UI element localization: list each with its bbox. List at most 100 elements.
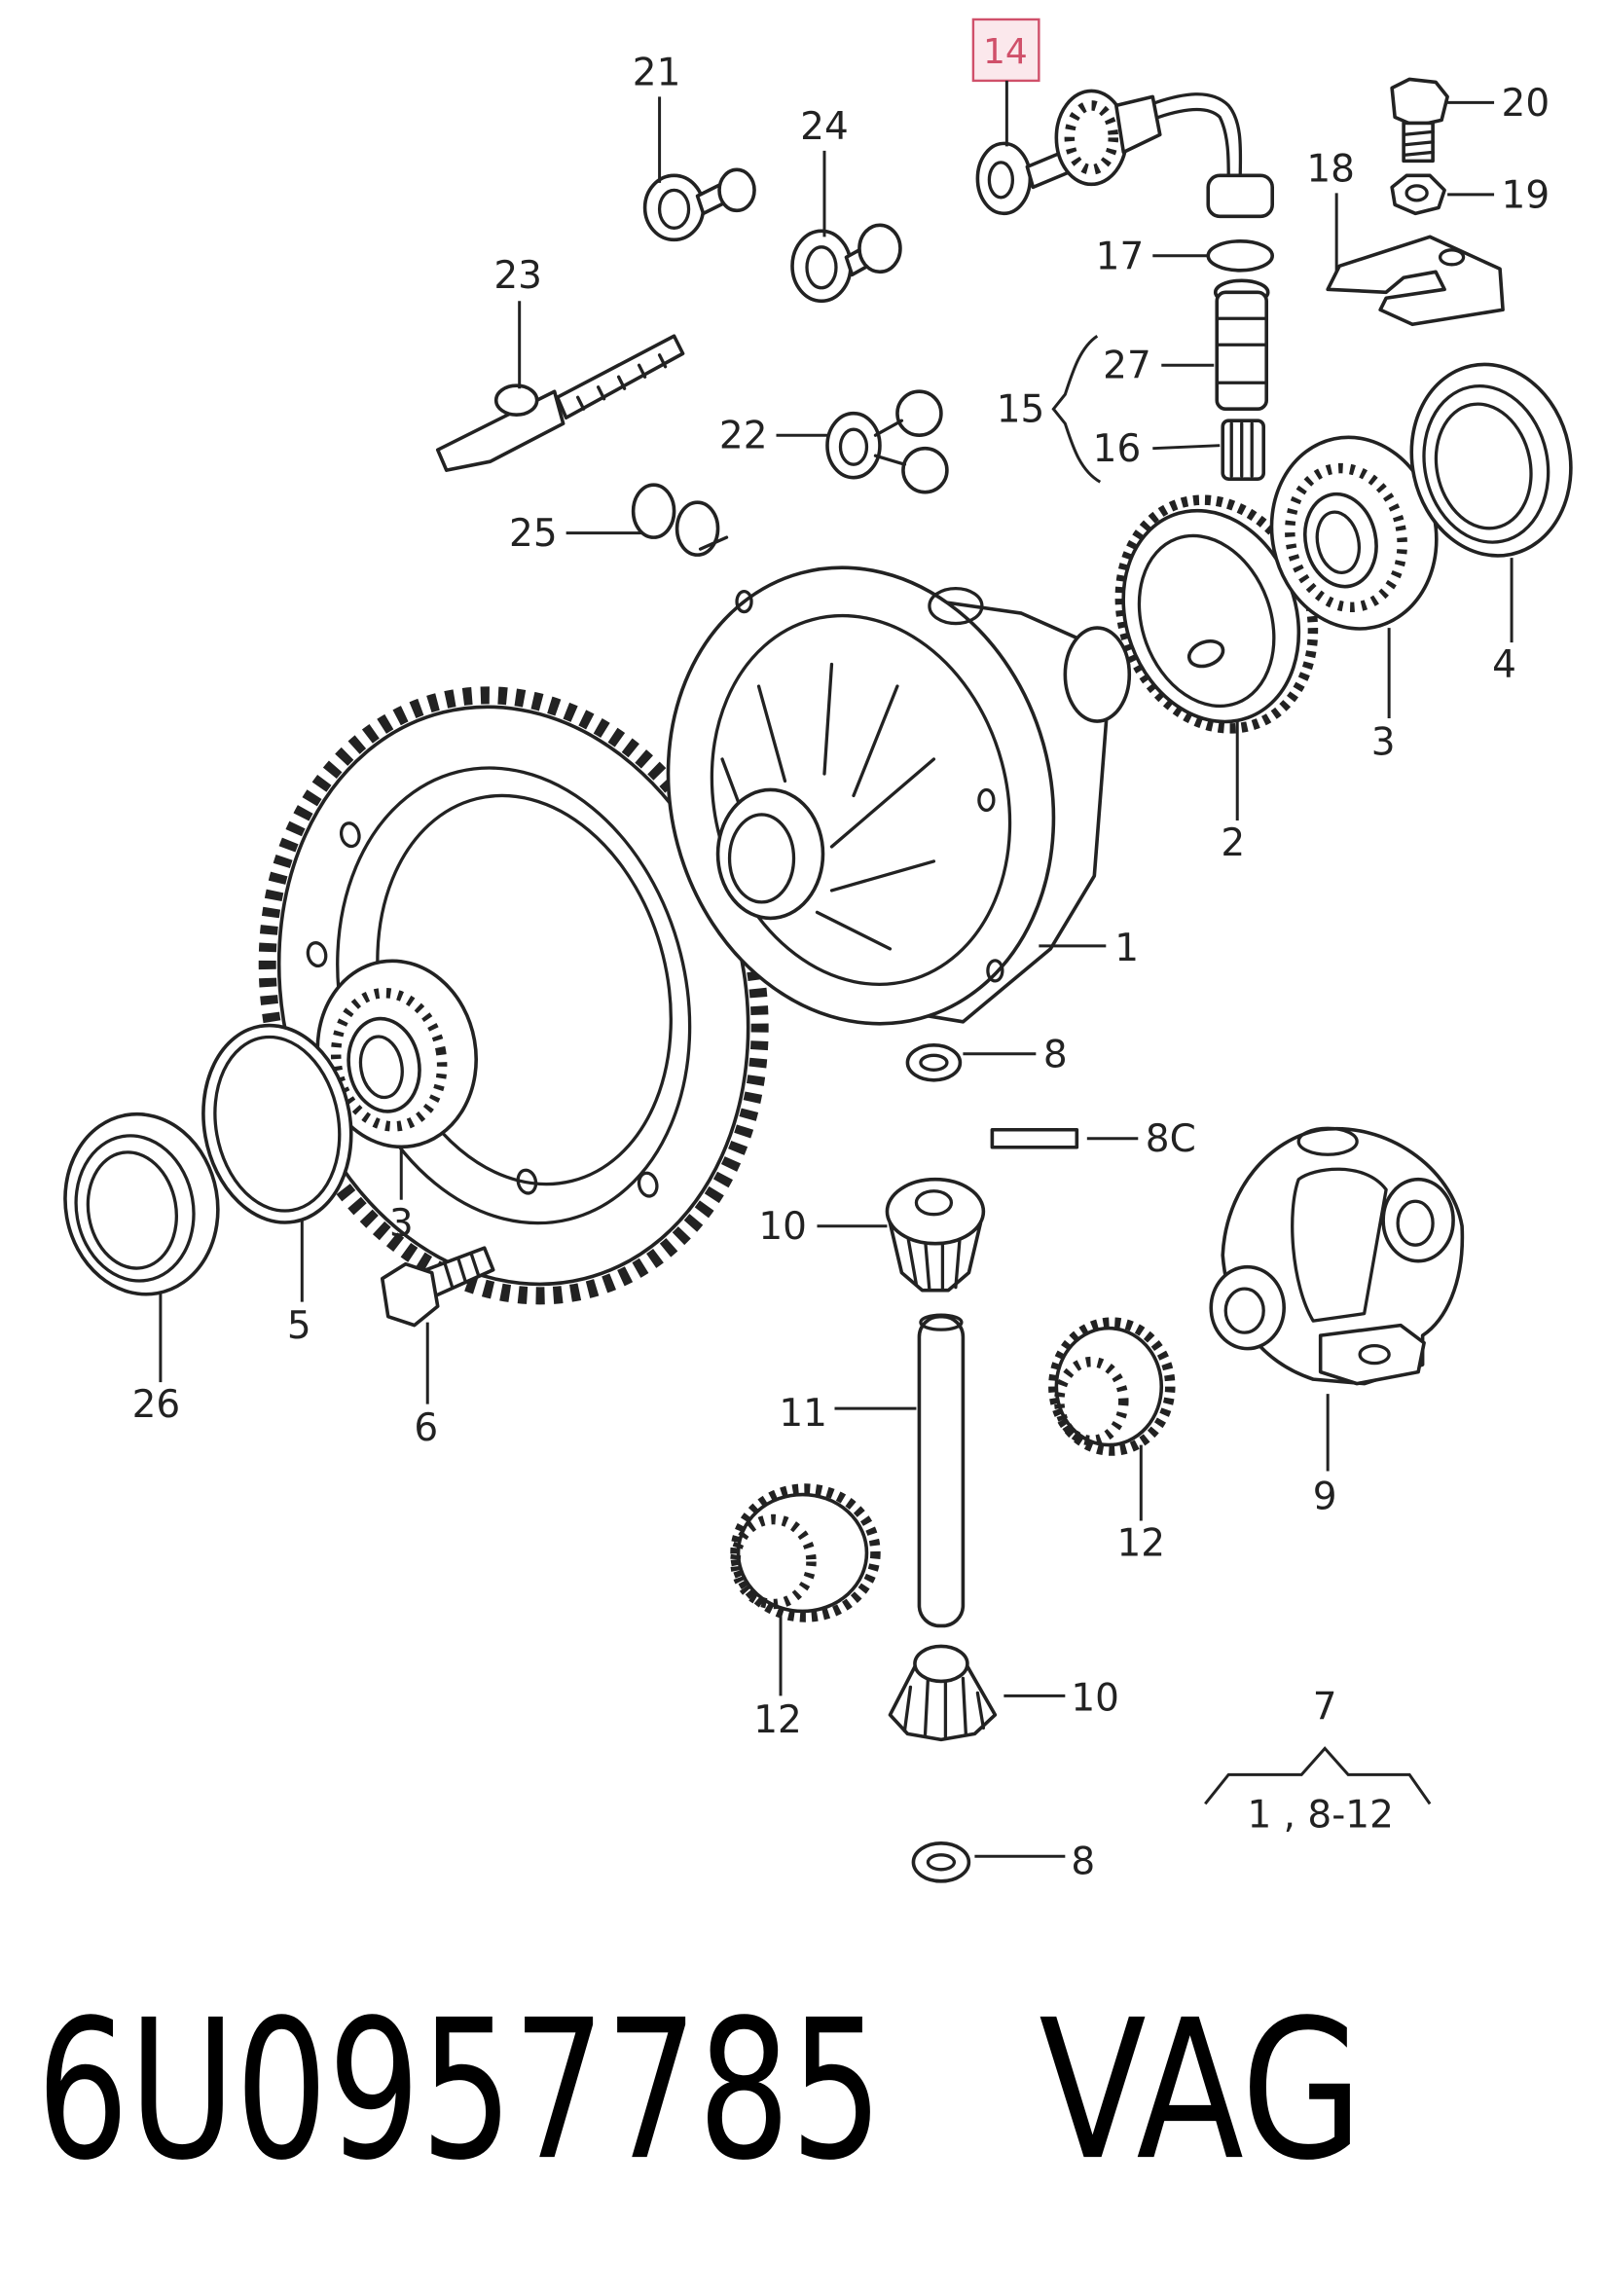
callout-25: 25 xyxy=(509,512,558,556)
sensor-seal-ring xyxy=(975,141,1033,216)
oil-seal-right xyxy=(1409,362,1573,558)
housing-flange-hole xyxy=(986,959,1004,983)
callout-4: 4 xyxy=(1492,643,1516,687)
callout-12-right: 12 xyxy=(1116,1521,1165,1565)
speed-sensor xyxy=(975,89,1275,219)
callout-14: 14 xyxy=(983,32,1028,72)
differential-cage-right-bore xyxy=(1396,1199,1435,1247)
driven-gear-shaft xyxy=(1215,290,1269,412)
clip-half xyxy=(631,483,676,539)
bearing-bore xyxy=(1315,510,1362,574)
clip-hook xyxy=(895,389,943,437)
clip-hook xyxy=(857,223,902,274)
callout-21: 21 xyxy=(633,51,681,94)
thrust-washer-top xyxy=(905,1043,963,1082)
planet-gear-top xyxy=(885,1177,986,1293)
cable-clip-22 xyxy=(825,389,949,494)
clip-hook xyxy=(717,167,756,213)
callout-2: 2 xyxy=(1221,821,1245,865)
driven-pinion-teeth xyxy=(1229,421,1254,478)
callout-27: 27 xyxy=(1103,345,1151,388)
oil-seal-lip xyxy=(74,1134,196,1283)
callout-17: 17 xyxy=(1096,235,1145,278)
retaining-bracket-hole xyxy=(1438,248,1466,267)
cable-tie xyxy=(435,334,685,472)
callout-19: 19 xyxy=(1502,173,1550,217)
planet-gear-bottom xyxy=(888,1644,998,1742)
callout-8-bottom: 8 xyxy=(1071,1840,1095,1883)
callout-10-bottom: 10 xyxy=(1071,1676,1119,1720)
housing-spokes xyxy=(720,662,936,951)
side-gear-teeth xyxy=(730,1483,881,1622)
callout-7: 7 xyxy=(1313,1685,1337,1729)
planet-gear-face xyxy=(885,1177,986,1246)
tapered-roller-bearing-left xyxy=(315,959,478,1149)
brace-7 xyxy=(1204,1746,1432,1805)
leader-lines xyxy=(159,80,1514,1858)
planet-gear-hub xyxy=(914,1189,954,1217)
side-gear-right xyxy=(1048,1317,1176,1456)
clip-loop xyxy=(825,411,882,480)
callout-8c: 8C xyxy=(1146,1117,1196,1161)
ring-gear-bolt-hole xyxy=(516,1168,538,1195)
sensor-connector xyxy=(1114,94,1162,155)
clip-tab xyxy=(698,535,729,551)
callout-16: 16 xyxy=(1093,427,1142,471)
housing-side-boss xyxy=(1063,626,1132,723)
sensor-plug xyxy=(1206,173,1275,219)
callout-18: 18 xyxy=(1306,147,1355,191)
differential-cage-tab-hole xyxy=(1358,1343,1391,1366)
planet-pin-shaft xyxy=(917,1313,966,1628)
bracket-bolt-thread xyxy=(1402,129,1435,158)
thrust-washer-bottom xyxy=(911,1841,971,1883)
shim-ring-outer xyxy=(201,1023,353,1224)
side-gear-teeth xyxy=(1048,1317,1176,1456)
callout-1: 1 xyxy=(1114,927,1139,970)
leader-line-16 xyxy=(1152,444,1221,451)
differential-cage-left-bore xyxy=(1223,1287,1265,1334)
callout-11: 11 xyxy=(779,1392,827,1436)
clip-loop-inner xyxy=(657,188,691,230)
callout-10-top: 10 xyxy=(758,1205,807,1249)
differential-cage-window xyxy=(1291,1167,1388,1323)
side-gear-body xyxy=(736,1492,869,1614)
part-number: 6U0957785 xyxy=(36,1978,882,2203)
callout-labels: 14 21 24 20 18 19 17 23 27 15 22 16 25 4… xyxy=(132,32,1550,1883)
hex-nut xyxy=(1390,173,1446,216)
bearing-rollers xyxy=(1285,462,1407,613)
callout-22: 22 xyxy=(719,415,768,458)
oil-seal-bore xyxy=(1434,402,1533,530)
thrust-washer-inner xyxy=(919,1053,949,1072)
differential-cage-right-boss xyxy=(1381,1177,1455,1263)
cable-tie-serration xyxy=(575,353,668,411)
cable-clip-24 xyxy=(790,223,902,304)
retaining-bracket-plate xyxy=(1326,235,1505,327)
sensor-cable xyxy=(1153,92,1243,181)
hex-bolt xyxy=(380,1246,495,1328)
driven-gear-shaft-rings xyxy=(1215,316,1268,384)
bracket-bolt xyxy=(1390,77,1449,164)
oil-seal-bore xyxy=(86,1150,179,1270)
differential-housing xyxy=(666,565,1132,1026)
driven-gear-assembly xyxy=(1213,278,1270,481)
clip-half xyxy=(675,500,720,557)
callout-9: 9 xyxy=(1313,1476,1337,1519)
side-gear-splined-bore xyxy=(1054,1356,1129,1446)
differential-cage-left-boss xyxy=(1209,1264,1286,1351)
clip-loop-inner xyxy=(805,245,838,290)
housing-window xyxy=(928,586,984,626)
clip-hook xyxy=(901,446,949,494)
ring-gear-bolt-hole xyxy=(306,941,328,968)
cable-clip-21 xyxy=(642,167,756,242)
drive-gear-lug xyxy=(1186,638,1225,669)
callout-3-right: 3 xyxy=(1371,720,1396,764)
brand-name: VAG xyxy=(1039,1978,1363,2203)
sensor-body-ring xyxy=(1064,100,1119,175)
bolt-head xyxy=(380,1261,440,1328)
planet-pin-end xyxy=(919,1313,964,1331)
sensor-cable xyxy=(1156,107,1230,181)
retaining-bracket xyxy=(1326,235,1505,327)
callout-3-left: 3 xyxy=(389,1202,414,1246)
side-gear-body xyxy=(1054,1326,1164,1447)
